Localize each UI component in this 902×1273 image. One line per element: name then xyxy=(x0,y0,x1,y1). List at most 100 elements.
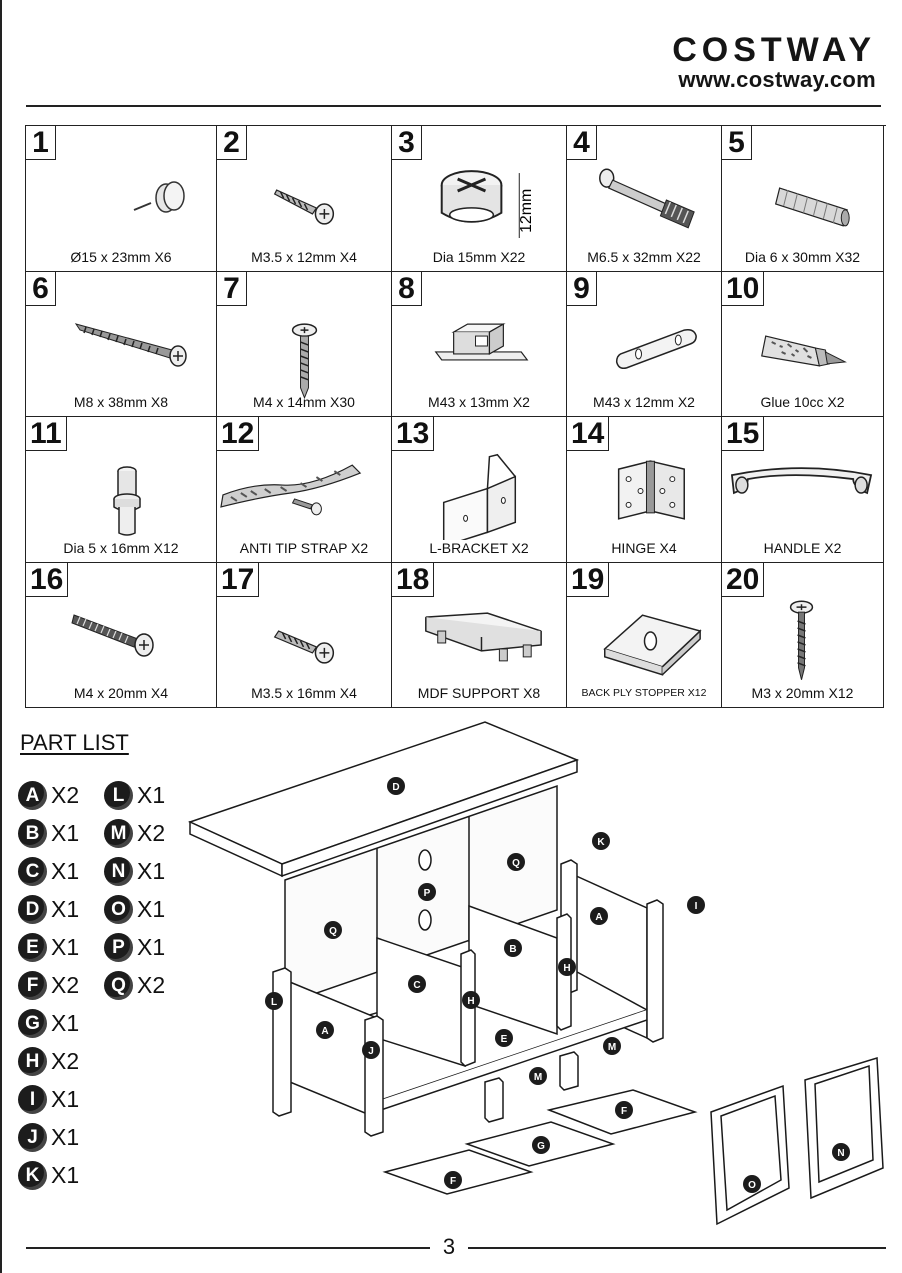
hardware-label: M3.5 x 16mm X4 xyxy=(251,685,357,701)
catch-plate-icon xyxy=(615,328,697,369)
hardware-cell-2: 2 M3.5 x 12mm X4 xyxy=(217,126,392,272)
exploded-cabinet-diagram: D Q Q P A A C B E L J I K H H M M F G F … xyxy=(187,721,884,1226)
page-number: 3 xyxy=(442,1234,456,1259)
hardware-cell-6: 6 M8 x 38mm X8 xyxy=(26,271,217,417)
handle-icon xyxy=(730,467,873,495)
part-quantity: X2 xyxy=(51,781,80,808)
hardware-label: HANDLE X2 xyxy=(763,539,842,556)
hardware-label: Glue 10cc X2 xyxy=(760,394,845,410)
part-quantity: X1 xyxy=(51,895,80,922)
hardware-number: 19 xyxy=(567,562,610,597)
shelf-f2 xyxy=(382,1149,534,1195)
hinge-icon xyxy=(617,460,685,520)
wood-screw-icon xyxy=(273,189,335,225)
hardware-cell-14: 14 HINGE X4 xyxy=(567,417,722,563)
svg-text:E: E xyxy=(501,1034,508,1045)
header-divider xyxy=(26,105,881,107)
hardware-number: 1 xyxy=(26,126,56,160)
part-quantity: X1 xyxy=(51,1009,80,1036)
flat-head-screw-icon xyxy=(789,599,814,680)
hardware-label: M6.5 x 32mm X22 xyxy=(587,248,701,265)
hardware-label: M8 x 38mm X8 xyxy=(73,394,169,410)
svg-text:L: L xyxy=(271,997,277,1008)
hardware-label: Dia 15mm X22 xyxy=(432,248,526,265)
hardware-number: 15 xyxy=(722,417,765,451)
hardware-cell-9: 9 M43 x 12mm X2 xyxy=(567,271,722,417)
hardware-number: 14 xyxy=(567,417,610,451)
part-quantity: X1 xyxy=(51,1123,80,1150)
brand-logo: COSTWAY xyxy=(672,31,876,69)
part-quantity: X1 xyxy=(51,819,80,846)
back-ply-stopper-icon xyxy=(603,613,702,676)
svg-text:F: F xyxy=(450,1176,456,1187)
part-quantity: X2 xyxy=(137,971,166,998)
hardware-label: M43 x 12mm X2 xyxy=(593,394,695,410)
svg-text:A: A xyxy=(321,1026,328,1037)
hardware-number: 12 xyxy=(217,417,260,451)
shelf-pin-icon xyxy=(113,466,141,536)
hardware-number: 11 xyxy=(26,417,67,451)
part-quantity: X1 xyxy=(137,895,166,922)
hardware-label: M4 x 14mm X30 xyxy=(253,394,355,410)
hardware-cell-20: 20 M3 x 20mm X12 xyxy=(722,562,884,708)
hardware-number: 7 xyxy=(217,271,247,306)
hardware-label: M43 x 13mm X2 xyxy=(428,394,530,410)
part-letter-badge: K xyxy=(18,1160,47,1190)
hardware-cell-10: 10 Glue 10cc X2 xyxy=(722,271,884,417)
part-list-title: PART LIST xyxy=(20,730,129,755)
hardware-cell-16: 16 M4 x 20mm X4 xyxy=(26,562,217,708)
part-letter-badge: A xyxy=(18,780,47,810)
svg-text:A: A xyxy=(595,912,602,923)
part-letter-badge: G xyxy=(18,1008,47,1038)
svg-text:K: K xyxy=(597,837,605,848)
part-letter-badge: I xyxy=(18,1084,47,1114)
svg-text:Q: Q xyxy=(329,926,337,937)
hardware-cell-11: 11 Dia 5 x 16mm X12 xyxy=(26,417,217,563)
hardware-number: 18 xyxy=(392,562,435,597)
hardware-number: 9 xyxy=(567,271,597,306)
hardware-number: 20 xyxy=(722,562,765,597)
svg-text:O: O xyxy=(748,1180,756,1191)
cam-lock-icon: 12mm xyxy=(440,170,535,238)
part-quantity: X1 xyxy=(137,933,166,960)
svg-text:B: B xyxy=(509,944,516,955)
svg-text:12mm: 12mm xyxy=(518,189,535,233)
page-left-border xyxy=(0,0,2,1273)
anti-tip-strap-icon xyxy=(220,464,362,516)
hardware-cell-17: 17 M3.5 x 16mm X4 xyxy=(217,562,392,708)
hardware-cell-13: 13 L-BRACKET X2 xyxy=(392,417,567,563)
short-screw-icon xyxy=(273,629,335,664)
part-quantity: X1 xyxy=(51,1161,80,1188)
post-j xyxy=(364,1015,384,1137)
svg-text:C: C xyxy=(413,980,420,991)
hardware-number: 8 xyxy=(392,271,422,306)
pan-head-screw-icon xyxy=(291,322,318,399)
part-letter-badge: D xyxy=(18,894,47,924)
machine-screw-icon xyxy=(71,613,154,657)
hardware-number: 5 xyxy=(722,126,752,160)
hardware-label: Ø15 x 23mm X6 xyxy=(70,248,172,265)
hardware-cell-12: 12 ANTI TIP STRAP X2 xyxy=(217,417,392,563)
hardware-cell-5: 5 Dia 6 x 30mm X32 xyxy=(722,126,884,272)
part-quantity: X1 xyxy=(51,933,80,960)
part-letter-badge: L xyxy=(104,780,133,810)
hardware-grid: 1 Ø15 x 23mm X6 2 M3.5 x 12mm X4 3 12mm … xyxy=(25,125,886,708)
hardware-label: M3.5 x 12mm X4 xyxy=(251,248,357,265)
hardware-number: 16 xyxy=(26,562,69,597)
svg-text:M: M xyxy=(608,1042,616,1053)
svg-text:H: H xyxy=(467,996,474,1007)
